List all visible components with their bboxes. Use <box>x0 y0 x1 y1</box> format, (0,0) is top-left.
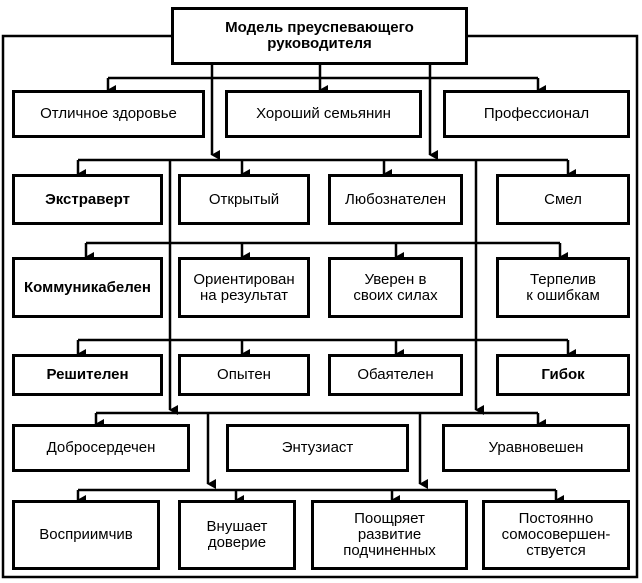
node-brave: Смел <box>496 174 630 225</box>
node-label: Терпелив к ошибкам <box>526 270 600 304</box>
root-node: Модель преуспевающего руководителя <box>171 7 468 65</box>
node-label: Восприимчив <box>39 526 133 543</box>
node-experienced: Опытен <box>178 354 310 396</box>
node-flexible: Гибок <box>496 354 630 396</box>
node-label: Любознателен <box>345 190 446 208</box>
node-label: Смел <box>544 190 582 208</box>
root-title: Модель преуспевающего руководителя <box>225 19 414 52</box>
node-label: Ориентирован на результат <box>193 270 295 304</box>
node-label: Добросердечен <box>46 439 156 456</box>
node-charming: Обаятелен <box>328 354 463 396</box>
node-label: Энтузиаст <box>281 439 354 456</box>
node-curious: Любознателен <box>328 174 463 225</box>
node-open: Открытый <box>178 174 310 225</box>
node-label: Уравновешен <box>488 439 584 456</box>
node-label: Открытый <box>208 190 280 208</box>
node-label: Уверен в своих силах <box>353 270 438 304</box>
node-family: Хороший семьянин <box>225 90 422 138</box>
node-label: Решителен <box>46 366 129 383</box>
node-develops-subordinates: Поощряет развитие подчиненных <box>311 500 468 570</box>
node-label: Отличное здоровье <box>40 105 177 122</box>
node-enthusiast: Энтузиаст <box>226 424 409 472</box>
node-label: Обаятелен <box>357 366 434 383</box>
node-label: Внушает доверие <box>206 518 268 551</box>
node-tolerant: Терпелив к ошибкам <box>496 257 630 318</box>
node-balanced: Уравновешен <box>442 424 630 472</box>
node-result-oriented: Ориентирован на результат <box>178 257 310 318</box>
node-label: Профессионал <box>483 105 590 122</box>
node-label: Коммуникабелен <box>24 278 151 296</box>
node-label: Экстраверт <box>45 190 130 208</box>
node-label: Хороший семьянин <box>256 105 391 122</box>
node-label: Опытен <box>217 366 271 383</box>
node-decisive: Решителен <box>12 354 163 396</box>
node-self-improving: Постоянно сомосовершен- ствуется <box>482 500 630 570</box>
node-trustworthy: Внушает доверие <box>178 500 296 570</box>
node-health: Отличное здоровье <box>12 90 205 138</box>
node-label: Поощряет развитие подчиненных <box>343 510 436 559</box>
node-label: Постоянно сомосовершен- ствуется <box>501 510 611 559</box>
node-label: Гибок <box>541 366 585 383</box>
node-communicative: Коммуникабелен <box>12 257 163 318</box>
node-extravert: Экстраверт <box>12 174 163 225</box>
node-professional: Профессионал <box>443 90 630 138</box>
node-kind: Добросердечен <box>12 424 190 472</box>
node-receptive: Восприимчив <box>12 500 160 570</box>
node-confident: Уверен в своих силах <box>328 257 463 318</box>
